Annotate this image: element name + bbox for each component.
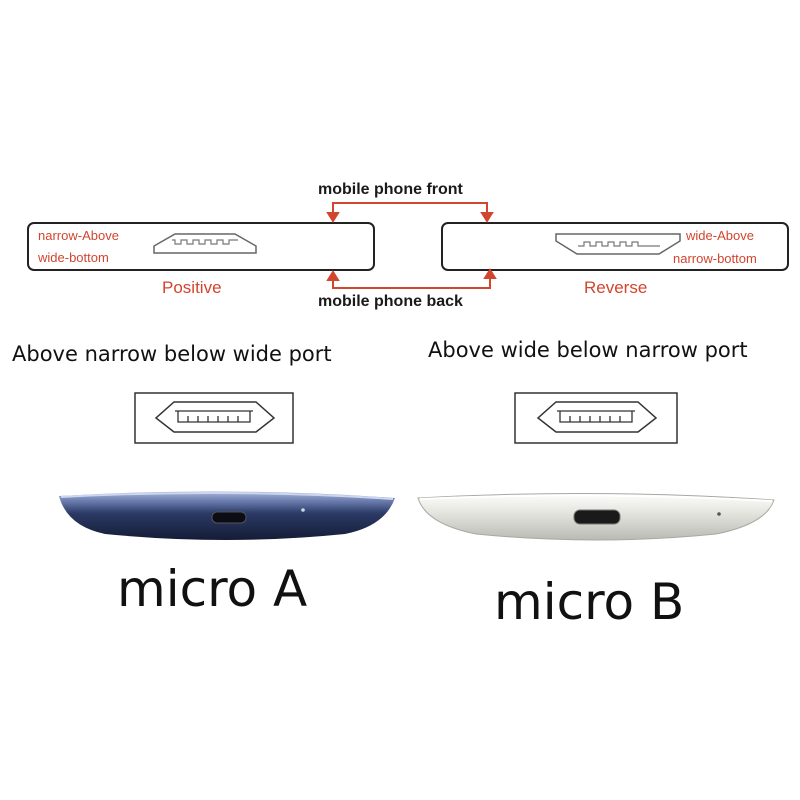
front-label: mobile phone front (318, 181, 463, 198)
back-label: mobile phone back (318, 293, 463, 310)
positive-top-label: narrow-Above (38, 228, 119, 243)
right-port-caption: Above wide below narrow port (428, 338, 748, 362)
back-bracket-arrow (326, 268, 497, 289)
port-diagram-a (134, 392, 294, 444)
reverse-bottom-label: narrow-bottom (673, 251, 757, 266)
reverse-name: Reverse (584, 278, 648, 297)
micro-b-label: micro B (494, 573, 685, 631)
port-diagram-b (514, 392, 678, 444)
orientation-diagram (27, 202, 789, 289)
front-bracket-arrow (326, 202, 494, 223)
reverse-port-icon (555, 233, 681, 255)
positive-port-icon (153, 233, 257, 254)
positive-panel-outline (27, 222, 375, 271)
phone-photo-micro-b (417, 492, 775, 541)
reverse-top-label: wide-Above (686, 228, 754, 243)
positive-name: Positive (162, 278, 222, 297)
phone-photo-micro-a (59, 491, 395, 540)
positive-bottom-label: wide-bottom (38, 250, 109, 265)
left-port-caption: Above narrow below wide port (12, 342, 332, 366)
micro-a-label: micro A (117, 560, 308, 618)
reverse-panel-outline (441, 222, 789, 271)
